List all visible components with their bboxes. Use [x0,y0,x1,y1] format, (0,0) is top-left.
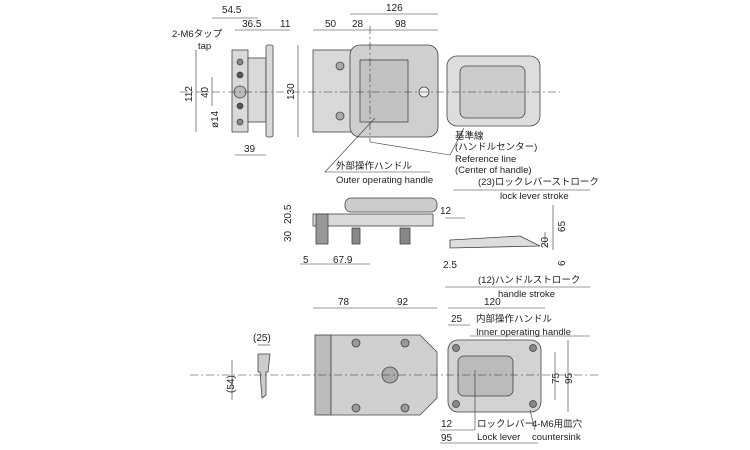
side-block [247,57,267,123]
reference-line-jp-sub: (ハンドルセンター) [455,142,538,153]
lock-stroke-en: lock lever stroke [500,191,569,202]
section-handle [344,197,438,213]
inner-handle-jp: 内部操作ハンドル [476,314,553,325]
dim-65: 65 [557,220,568,232]
lock-lever-en: Lock lever [477,432,521,443]
dim-12-rear: 12 [441,419,453,430]
dim-2-5: 2.5 [443,260,457,271]
dim-25: 25 [451,314,463,325]
dim-78: 78 [338,297,350,308]
dim-130: 130 [286,83,297,100]
dim-67-9: 67.9 [333,255,353,266]
tap-label-en: tap [198,41,212,52]
dim-98: 98 [395,19,407,30]
dim-11: 11 [280,19,291,30]
dim-36-5: 36.5 [242,19,262,30]
outer-handle-jp: 外部操作ハンドル [336,161,413,172]
dim-54-5: 54.5 [222,5,242,16]
dim-20: 20 [540,236,551,248]
dim-12-section: 12 [440,206,452,217]
dim-28: 28 [352,19,364,30]
dim-39: 39 [244,144,256,155]
dim-75: 75 [551,372,562,384]
countersink-en: countersink [532,432,581,443]
dim-5: 5 [303,255,309,266]
dim-95-horizontal: 95 [441,433,453,444]
key [257,353,271,399]
outer-handle [359,59,409,123]
inner-handle-en: Inner operating handle [476,327,572,338]
lock-stroke-jp: (23)ロックレバーストローク [478,177,599,188]
dim-6: 6 [557,260,568,266]
outer-handle-en: Outer operating handle [336,175,434,186]
lock-lever-jp: ロックレバー [477,419,535,430]
reference-line-en-sub: (Center of handle) [455,165,532,176]
dim-40: 40 [200,86,211,98]
handle-stroke-en: handle stroke [498,289,556,300]
dim-92: 92 [397,297,409,308]
dim-126: 126 [386,3,403,14]
dim-phi14: ø14 [210,110,221,128]
handle-stroke-jp: (12)ハンドルストローク [478,275,581,286]
section-base [312,213,434,227]
dim-95-vertical: 95 [564,372,575,384]
inner-handle [457,355,514,397]
tap-label-jp: 2-M6タップ [172,29,223,40]
key-dim-54: (54) [226,375,237,393]
dim-120: 120 [484,297,501,308]
dim-30: 30 [283,230,294,242]
side-flange [265,44,274,138]
dim-20-5: 20.5 [283,204,294,224]
countersink-jp: 4-M6用皿穴 [532,419,583,430]
dim-112: 112 [184,86,195,102]
dim-50: 50 [325,19,337,30]
reference-line-en: Reference line [455,154,517,165]
reference-line-jp: 基準線 [455,131,484,142]
key-dim-25: (25) [253,333,271,344]
